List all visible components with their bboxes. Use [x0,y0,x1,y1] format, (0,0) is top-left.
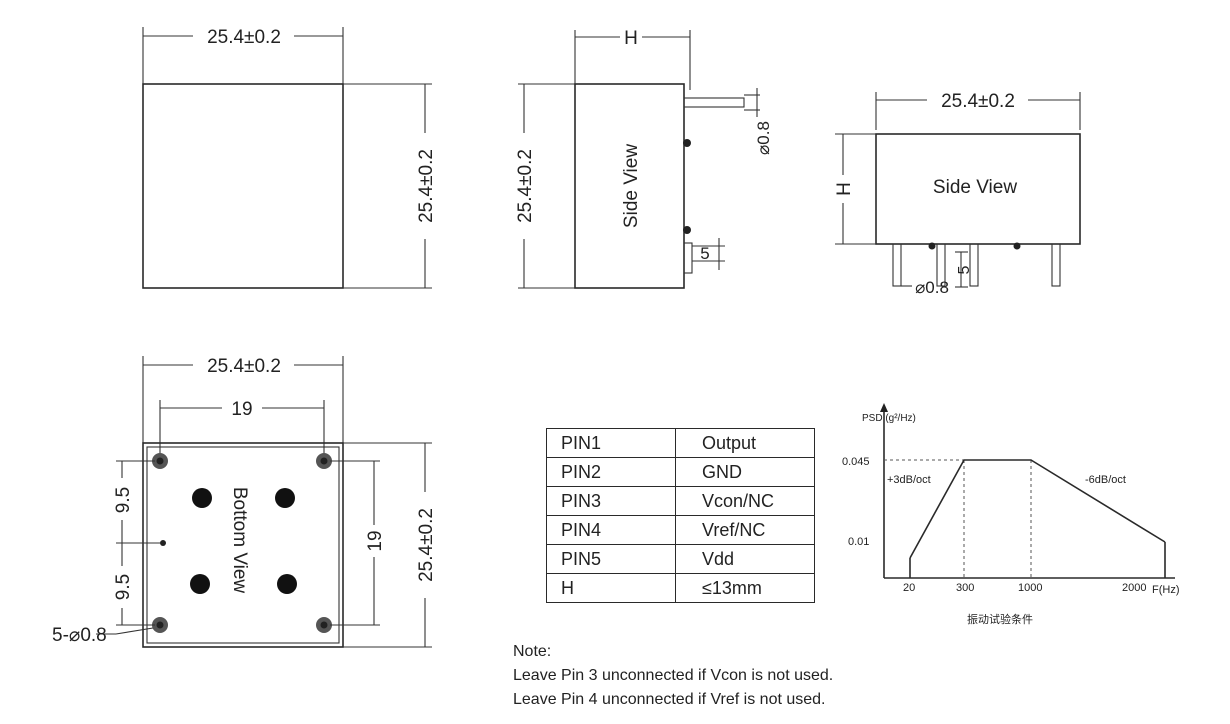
notes-title: Note: [513,643,552,660]
annotation-up: +3dB/oct [887,474,931,486]
x-tick-300: 300 [956,582,974,594]
bottom-pitch-dim-v: 19 [365,530,386,551]
y-tick-0045: 0.045 [842,456,870,468]
side-view-label: Side View [621,144,642,228]
side-height-dim: 25.4±0.2 [515,149,536,223]
notes-line-1: Leave Pin 3 unconnected if Vcon is not u… [513,667,834,684]
x-tick-1000: 1000 [1018,582,1042,594]
bottom-width-dim: 25.4±0.2 [207,356,281,377]
side-pin-dia: ⌀0.8 [754,121,773,155]
func-cell: Vdd [675,544,815,574]
chart-ylabel: PSD (g²/Hz) [862,413,916,424]
bottom-view: 25.4±0.2 19 Bottom View 9.5 9.5 [52,356,437,648]
notes: Note: Leave Pin 3 unconnected if Vcon is… [513,640,833,712]
psd-curve [909,459,1166,559]
side-h-dim: H [624,28,638,49]
side-view-body [574,83,685,289]
x-tick-2000: 2000 [1122,582,1146,594]
side2-h-dim: H [834,182,855,196]
func-cell: ≤13mm [675,573,815,603]
bottom-offset-dim-top: 9.5 [113,487,134,513]
pin-cell: PIN3 [546,486,676,516]
top-height-dim: 25.4±0.2 [416,149,437,223]
func-cell: Vcon/NC [675,486,815,516]
pin-cell: H [546,573,676,603]
side2-pin-len: 5 [956,265,973,274]
side-view-vertical: 25.4±0.2 Side View H ⌀0.8 5 [515,28,773,289]
side-pin-len: 5 [700,244,709,263]
annotation-down: -6dB/oct [1085,474,1126,486]
func-cell: GND [675,457,815,487]
pin-cell: PIN2 [546,457,676,487]
pin-cell: PIN1 [546,428,676,458]
side2-width-dim: 25.4±0.2 [941,91,1015,112]
y-tick-001: 0.01 [848,536,869,548]
func-cell: Vref/NC [675,515,815,545]
top-view-body [142,83,344,289]
bottom-view-label: Bottom View [229,487,250,594]
psd-chart: PSD (g²/Hz) F(Hz) 0.045 0.01 20 300 1000… [842,403,1180,626]
top-view: 25.4±0.2 25.4±0.2 [142,27,437,289]
top-width-dim: 25.4±0.2 [207,27,281,48]
side2-pin-dia: ⌀0.8 [915,278,949,297]
func-cell: Output [675,428,815,458]
bottom-height-dim: 25.4±0.2 [416,508,437,582]
table-row: H≤13mm [546,573,815,603]
pin-cell: PIN4 [546,515,676,545]
bottom-view-body [142,442,344,648]
chart-xlabel: F(Hz) [1152,584,1180,596]
bottom-offset-dim-bottom: 9.5 [113,574,134,600]
side-view-horizontal: 25.4±0.2 Side View H ⌀0.8 5 [834,91,1081,297]
bottom-pitch-dim: 19 [231,399,252,420]
side2-label: Side View [933,177,1017,198]
notes-line-2: Leave Pin 4 unconnected if Vref is not u… [513,691,826,708]
chart-title: 振动试验条件 [967,612,1033,626]
pin-cell: PIN5 [546,544,676,574]
x-tick-20: 20 [903,582,915,594]
bottom-pin-count-dia: 5-⌀0.8 [52,625,107,646]
